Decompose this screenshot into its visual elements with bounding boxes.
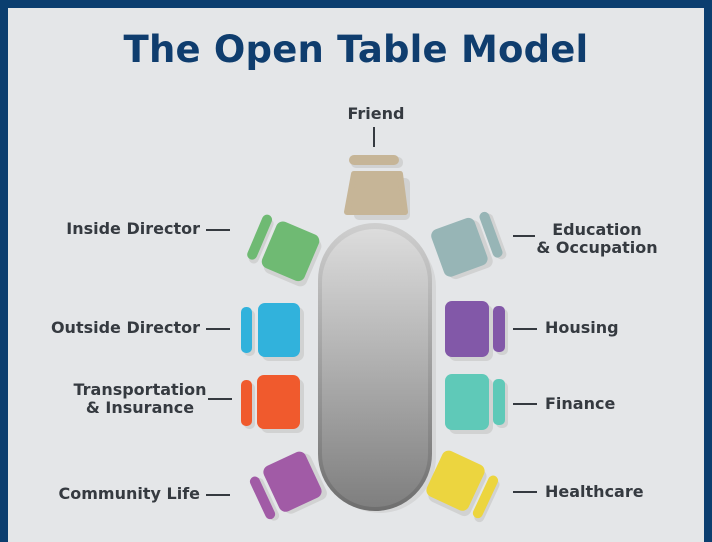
connector-healthcare bbox=[513, 491, 537, 493]
connector-community-life bbox=[206, 494, 230, 496]
seat-outside-director bbox=[241, 303, 304, 361]
connector-transportation-insurance bbox=[208, 398, 232, 400]
seat-housing bbox=[445, 301, 508, 361]
connector-inside-director bbox=[206, 229, 230, 231]
label-housing: Housing bbox=[545, 318, 619, 337]
connector-friend bbox=[373, 127, 375, 147]
diagram-title: The Open Table Model bbox=[123, 28, 589, 71]
label-friend: Friend bbox=[347, 104, 405, 123]
connector-education-occupation bbox=[513, 235, 535, 237]
label-finance: Finance bbox=[545, 394, 616, 413]
label-inside-director: Inside Director bbox=[66, 219, 200, 238]
seat-education-occupation bbox=[431, 211, 507, 280]
seat-transportation-insurance bbox=[241, 375, 304, 433]
seat-community-life bbox=[249, 451, 327, 521]
connector-finance bbox=[513, 403, 537, 405]
connector-housing bbox=[513, 328, 537, 330]
seat-friend bbox=[344, 155, 410, 220]
label-transportation-insurance: Transportation & Insurance bbox=[73, 380, 207, 417]
seat-finance bbox=[445, 374, 508, 434]
seat-healthcare bbox=[426, 450, 500, 523]
label-healthcare: Healthcare bbox=[545, 482, 644, 501]
table bbox=[322, 229, 428, 507]
connector-outside-director bbox=[206, 328, 230, 330]
label-outside-director: Outside Director bbox=[50, 318, 200, 337]
seat-inside-director bbox=[247, 214, 322, 287]
label-education-occupation: Education & Occupation bbox=[536, 220, 658, 257]
label-community-life: Community Life bbox=[58, 484, 200, 503]
